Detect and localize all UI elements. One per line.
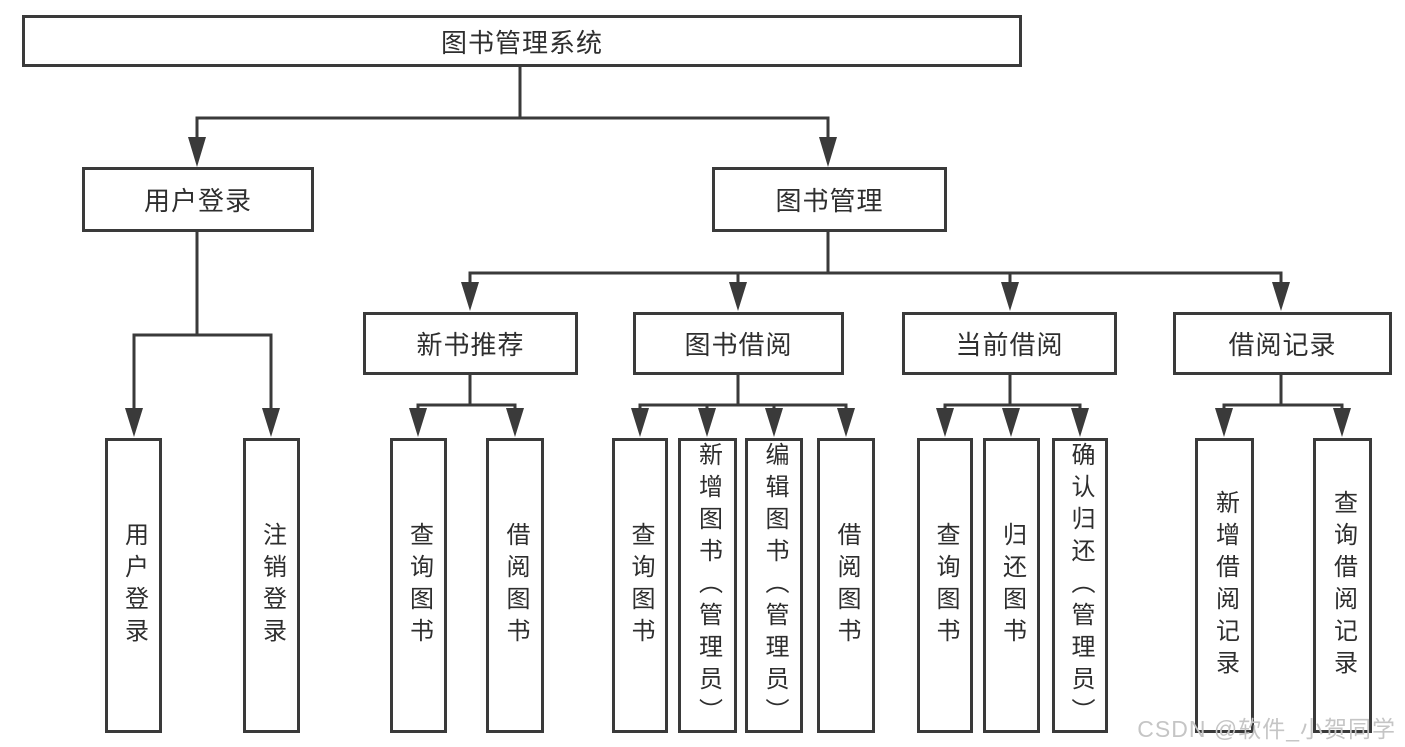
node-root: 图书管理系统 — [22, 15, 1022, 67]
csdn-watermark: CSDN @软件_小贺同学 — [1137, 716, 1396, 742]
node-label: 当前借阅 — [955, 330, 1064, 360]
leaf-query-borrow-record: 查询借阅记录 — [1313, 438, 1372, 733]
node-label: 借阅图书 — [502, 521, 529, 650]
node-new-book-recommendation: 新书推荐 — [363, 312, 578, 375]
node-label: 借阅图书 — [833, 521, 860, 650]
leaf-add-borrow-record: 新增借阅记录 — [1195, 438, 1254, 733]
node-current-borrowing: 当前借阅 — [902, 312, 1117, 375]
leaf-query-books-borrowing: 查询图书 — [612, 438, 668, 733]
leaf-return-books: 归还图书 — [983, 438, 1040, 733]
leaf-borrow-books-borrowing: 借阅图书 — [817, 438, 875, 733]
leaf-add-book-admin: 新增图书（管理员） — [678, 438, 737, 733]
node-label: 图书管理系统 — [440, 27, 603, 58]
leaf-query-books-recommend: 查询图书 — [390, 438, 447, 733]
leaf-borrow-books-recommend: 借阅图书 — [486, 438, 544, 733]
node-borrowing-records: 借阅记录 — [1173, 312, 1392, 375]
node-label: 借阅记录 — [1228, 330, 1337, 360]
node-label: 图书管理 — [775, 186, 884, 216]
node-book-management: 图书管理 — [712, 167, 947, 232]
leaf-edit-book-admin: 编辑图书（管理员） — [745, 438, 803, 733]
node-label: 新书推荐 — [416, 330, 525, 360]
node-label: 归还图书 — [998, 521, 1026, 650]
arrowheads — [125, 137, 1351, 437]
node-label: 新增借阅记录 — [1211, 489, 1239, 682]
node-book-borrowing: 图书借阅 — [633, 312, 844, 375]
node-label: 用户登录 — [120, 521, 148, 650]
leaf-query-books-current: 查询图书 — [917, 438, 973, 733]
node-label: 查询借阅记录 — [1329, 489, 1357, 682]
node-label: 查询图书 — [405, 521, 433, 650]
node-user-login: 用户登录 — [82, 167, 314, 232]
node-label: 图书借阅 — [684, 330, 793, 360]
leaf-confirm-return-admin: 确认归还（管理员） — [1052, 438, 1108, 733]
leaf-logout: 注销登录 — [243, 438, 300, 733]
node-label: 确认归还（管理员） — [1067, 441, 1094, 730]
node-label: 注销登录 — [258, 521, 286, 650]
node-label: 编辑图书（管理员） — [761, 441, 788, 730]
node-label: 新增图书（管理员） — [694, 441, 722, 730]
node-label: 查询图书 — [627, 521, 654, 650]
node-label: 查询图书 — [932, 521, 959, 650]
node-label: 用户登录 — [143, 186, 252, 216]
leaf-user-login: 用户登录 — [105, 438, 162, 733]
